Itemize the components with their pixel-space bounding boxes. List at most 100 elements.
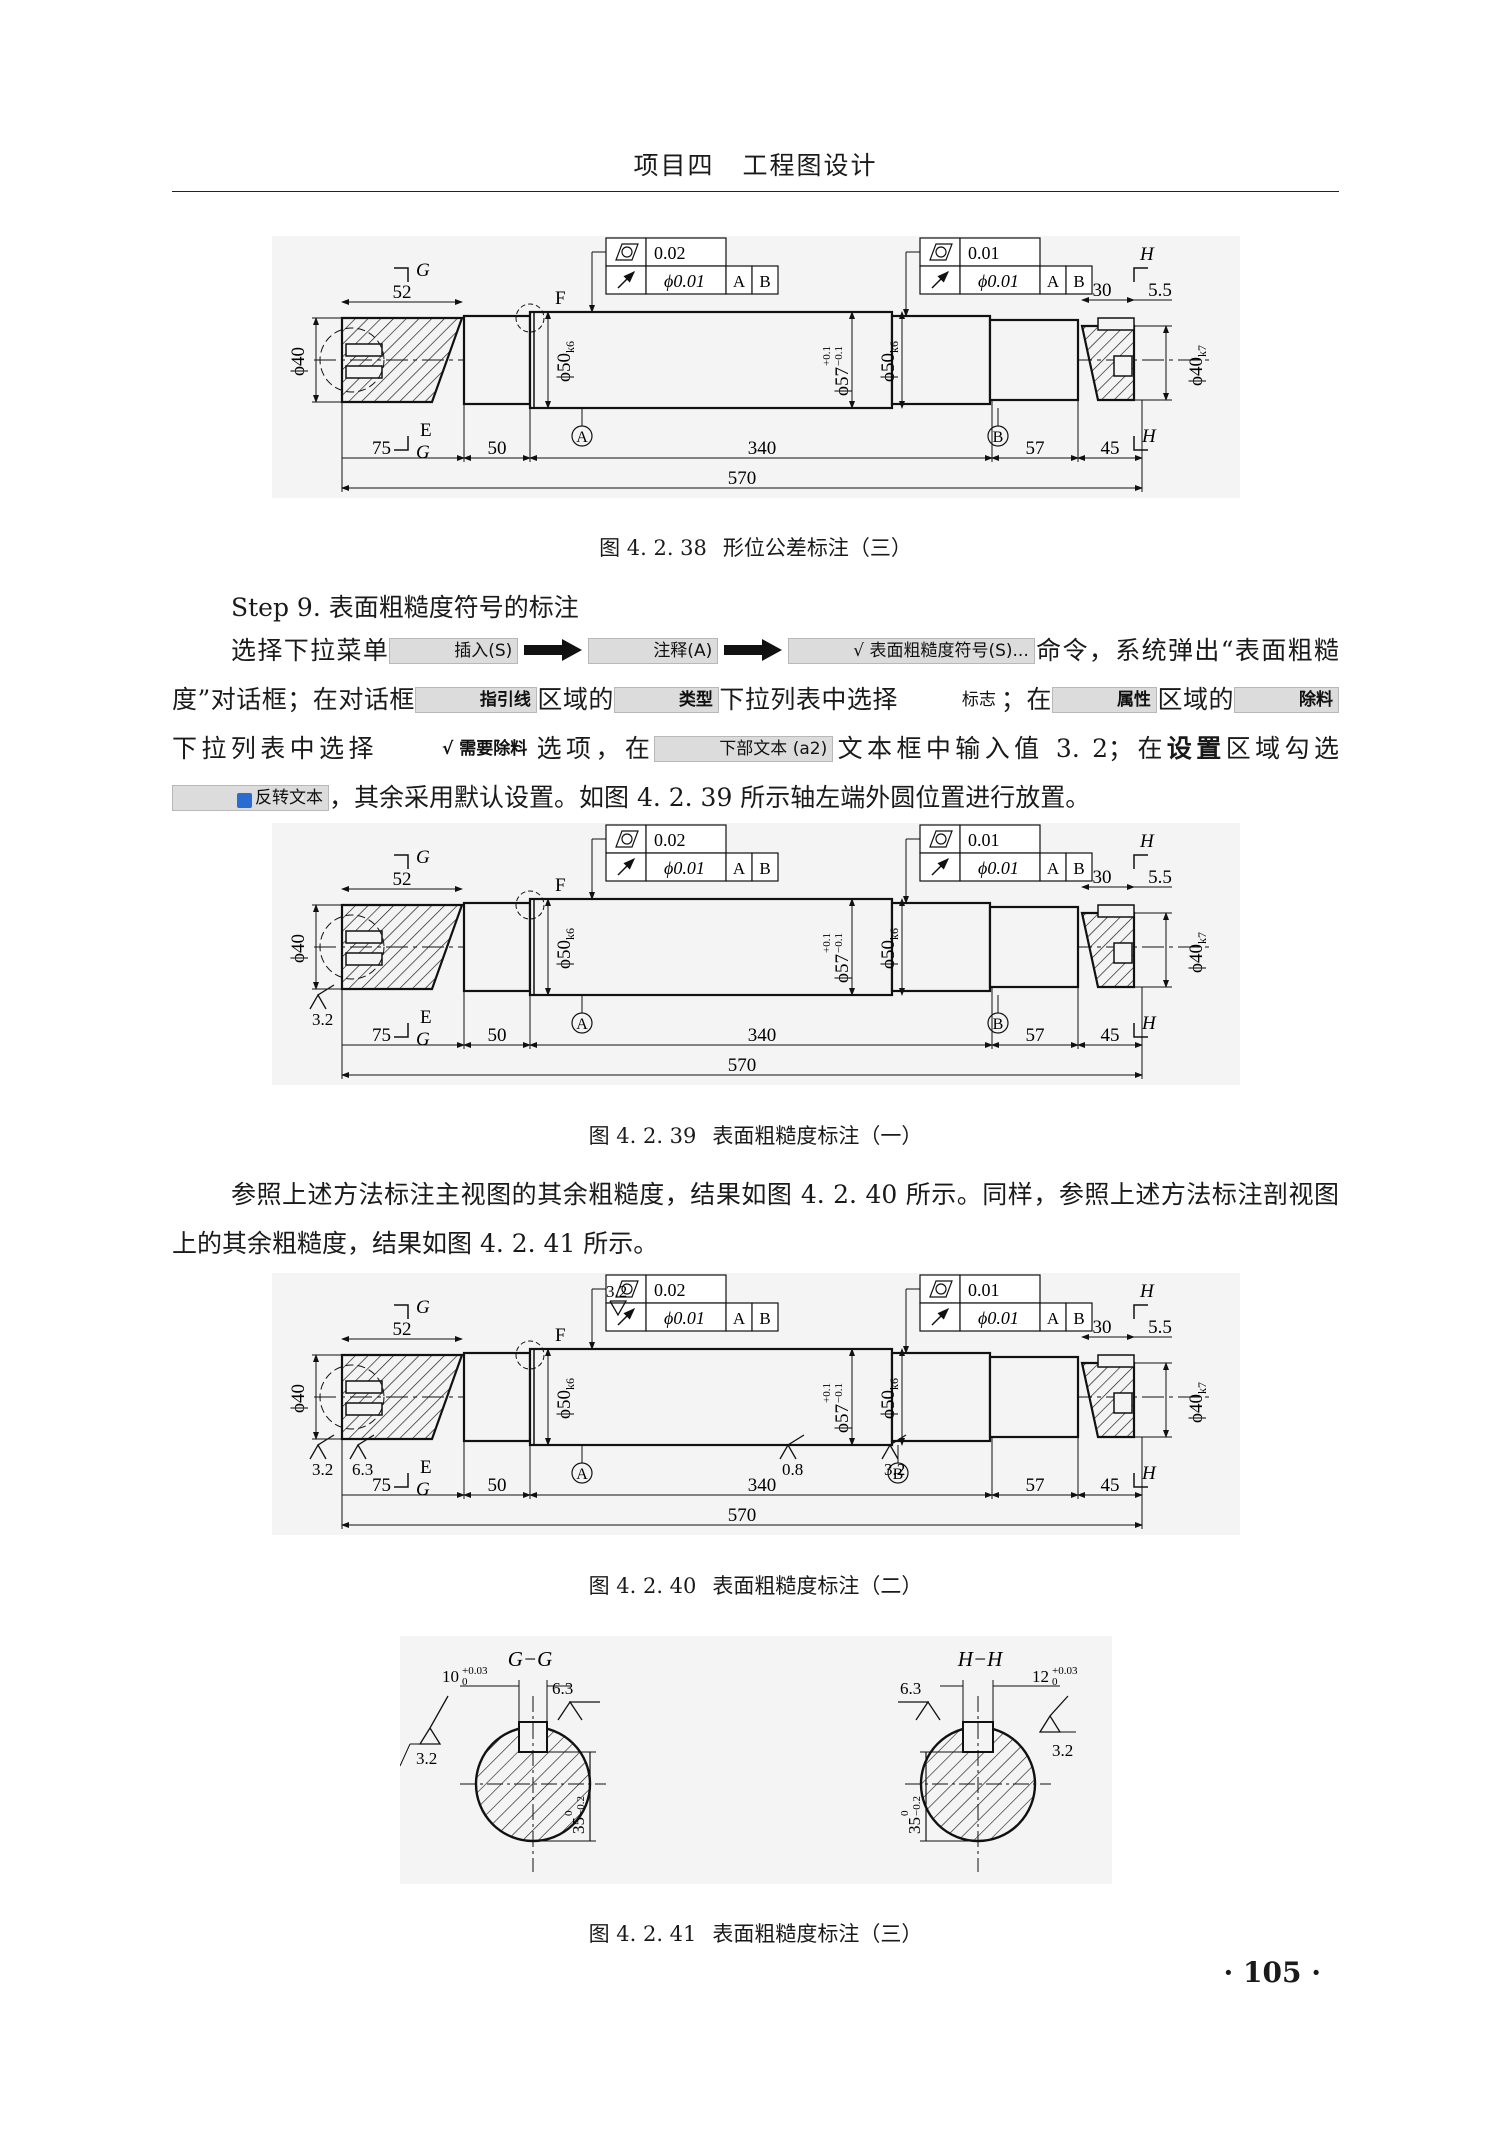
text-run: 选择下拉菜单 (231, 636, 390, 665)
caption-number: 图 4. 2. 39 (588, 1124, 697, 1148)
hh-depth-dim: 35 (905, 1817, 924, 1834)
reverse-text-checkbox[interactable]: ✓反转文本 (172, 785, 329, 811)
shaft-drawing-svg: F G G E H H 52 ϕ40 ϕ50k6 ϕ57 +0.1 −0.1 ϕ… (288, 237, 1212, 492)
running-header: 项目四工程图设计 (0, 146, 1511, 182)
hh-title: H−H (957, 1647, 1004, 1671)
tolerance-frame-2: 0.01 ϕ0.01 A B (903, 824, 1093, 904)
tol-value: 0.02 (654, 1280, 686, 1300)
label-h-top: H (1139, 1281, 1155, 1302)
roughness-symbol-icon (557, 1700, 600, 1721)
dim-phi40: ϕ40 (288, 934, 309, 963)
attribute-section-label: 属性 (1051, 687, 1157, 713)
dim-30: 30 (1093, 867, 1112, 888)
remove-material-dropdown[interactable]: 除料 (1233, 687, 1339, 713)
dim-570: 570 (728, 1505, 757, 1526)
tol-value: 0.01 (968, 243, 1000, 263)
runout-icon (617, 1307, 636, 1326)
label-f: F (555, 288, 566, 309)
dim-phi57: ϕ57 (832, 367, 853, 396)
tol-datum: A (1047, 859, 1060, 878)
shaft-drawing-fig39: F G G E H H 52 ϕ40 ϕ50k6 ϕ57 +0.1 −0.1 ϕ… (272, 823, 1240, 1085)
tol-datum: B (759, 1309, 770, 1328)
shaft-segment (988, 318, 1080, 402)
dim-phi40k7: ϕ40k7 (1186, 932, 1209, 973)
text-run: 下拉列表中选择 (718, 685, 898, 714)
datum-a: A (576, 1466, 588, 1483)
shaft-segment (890, 901, 992, 993)
tol-value: 0.02 (654, 830, 686, 850)
roughness-symbol-icon: 3.2 (309, 1434, 335, 1479)
flag-option[interactable]: 标志 (897, 688, 1001, 712)
tol-runout: ϕ0.01 (978, 271, 1019, 291)
dim-52: 52 (393, 869, 412, 890)
roughness-value: 3.2 (884, 1460, 905, 1479)
dim-340: 340 (748, 1025, 777, 1046)
hh-width-tol-low: 0 (1052, 1676, 1058, 1688)
dim-570: 570 (728, 468, 757, 489)
label-f: F (555, 1325, 566, 1346)
shaft-drawing-svg: F G G E H H 52 ϕ40 ϕ50k6 ϕ57 +0.1 −0.1 ϕ… (288, 1274, 1212, 1529)
runout-icon (931, 857, 950, 876)
tolerance-frame-1: 0.02 ϕ0.01 A B (589, 237, 779, 313)
dim-75: 75 (372, 1475, 391, 1496)
dim-phi50-right: ϕ50k6 (878, 1378, 901, 1419)
section-views-fig41: G−G 10 +0.03 0 3.2 6.3 35 0 −0.2 H−H 12 … (400, 1636, 1112, 1884)
label-h-top: H (1139, 244, 1155, 265)
roughness-value: 6.3 (352, 1460, 373, 1479)
menu-insert[interactable]: 插入(S) (389, 638, 519, 664)
dim-50: 50 (488, 1025, 507, 1046)
cylindricity-icon (929, 1280, 953, 1298)
shaft-segment (462, 314, 532, 406)
label-g-bottom: G (416, 1479, 430, 1500)
shaft-drawing-svg: F G G E H H 52 ϕ40 ϕ50k6 ϕ57 +0.1 −0.1 ϕ… (288, 824, 1212, 1079)
lower-text-field-label[interactable]: 下部文本 (a2) (654, 736, 834, 762)
menu-surface-roughness[interactable]: √ 表面粗糙度符号(S)... (788, 638, 1035, 664)
datum-b: B (893, 1466, 904, 1483)
dim-phi57: ϕ57 (832, 954, 853, 983)
text-run: 下拉列表中选择 (172, 734, 378, 763)
gg-roughness-3-2: 3.2 (416, 1749, 437, 1768)
hh-width-tol-up: +0.03 (1052, 1665, 1078, 1677)
text-run: 选项，在 (532, 734, 655, 763)
header-title: 工程图设计 (742, 151, 878, 180)
roughness-symbol-icon: 3.2 (881, 1434, 907, 1479)
cylindricity-icon (929, 243, 953, 261)
gg-depth-tol-low: −0.2 (575, 1796, 587, 1816)
caption-number: 图 4. 2. 38 (599, 536, 707, 560)
left-end-section (340, 316, 464, 404)
dim-570: 570 (728, 1055, 757, 1076)
shaft-drawing-fig38: F G G E H H 52 ϕ40 ϕ50k6 ϕ57 +0.1 −0.1 ϕ… (272, 236, 1240, 498)
shaft-segment (988, 905, 1080, 989)
roughness-value: 3.2 (606, 1282, 627, 1301)
dim-phi57-tol-up: +0.1 (821, 1383, 833, 1403)
roughness-value: 3.2 (312, 1010, 333, 1029)
type-dropdown-label[interactable]: 类型 (613, 687, 719, 713)
leader-section-label: 指引线 (414, 687, 537, 713)
label-g-top: G (416, 847, 430, 868)
roughness-symbol-icon: 3.2 (309, 984, 335, 1029)
need-removal-option[interactable]: √ 需要除料 (377, 737, 533, 761)
datum-a: A (576, 1016, 588, 1033)
arrow-right-icon (524, 639, 583, 661)
tol-value: 0.01 (968, 830, 1000, 850)
dim-phi50-left: ϕ50k6 (554, 341, 577, 382)
left-end-section (340, 1353, 464, 1441)
tol-datum: B (1073, 1309, 1084, 1328)
label-e: E (420, 1007, 432, 1028)
menu-annotation[interactable]: 注释(A) (588, 638, 719, 664)
shaft-segment (890, 1351, 992, 1443)
dim-30: 30 (1093, 1317, 1112, 1338)
shaft-segment (528, 897, 894, 997)
label-h-bottom: H (1141, 1013, 1157, 1034)
tol-datum: A (1047, 1309, 1060, 1328)
text-run: ，其余采用默认设置。如图 4. 2. 39 所示轴左端外圆位置进行放置。 (329, 783, 1091, 812)
step-heading: Step 9. 表面粗糙度符号的标注 (231, 593, 579, 622)
dim-phi50-left: ϕ50k6 (554, 928, 577, 969)
caption-number: 图 4. 2. 41 (588, 1922, 697, 1946)
dim-52: 52 (393, 282, 412, 303)
dim-57: 57 (1026, 1025, 1045, 1046)
shaft-segment (528, 310, 894, 410)
